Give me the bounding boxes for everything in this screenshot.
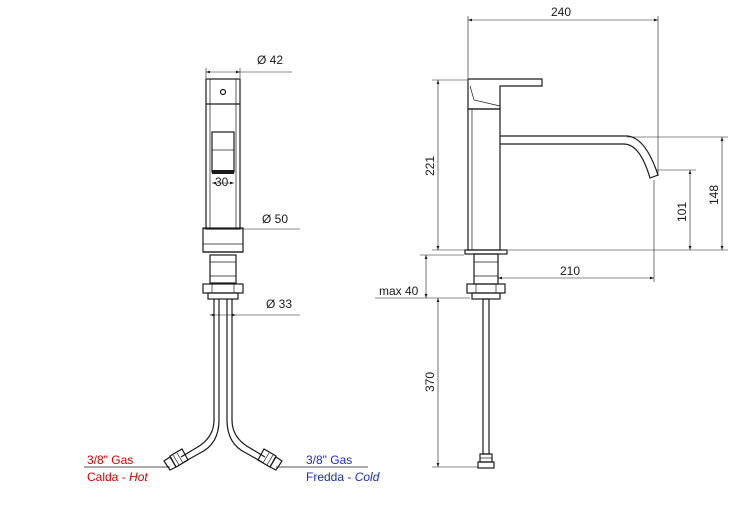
side-lever xyxy=(467,78,543,110)
side-body xyxy=(467,108,501,251)
dim-top-diameter: Ø 42 xyxy=(257,53,283,67)
cold-size-label: 3/8" Gas xyxy=(306,453,352,467)
dim-body-height: 221 xyxy=(423,156,437,176)
side-shank xyxy=(473,253,499,285)
front-nut xyxy=(202,283,244,294)
dim-shank-diameter: Ø 33 xyxy=(266,297,292,311)
side-base-collar xyxy=(464,249,508,255)
dim-hose-length: 370 xyxy=(423,372,437,392)
dim-max-deck: max 40 xyxy=(379,284,419,298)
side-fitting xyxy=(477,453,495,469)
dim-outlet-height: 101 xyxy=(675,202,689,222)
front-shank xyxy=(209,254,237,284)
aerator xyxy=(212,170,234,174)
front-base-collar xyxy=(202,227,244,253)
cold-label: Fredda - Cold xyxy=(306,470,380,484)
hot-size-label: 3/8" Gas xyxy=(87,453,133,467)
dim-spout-reach: 210 xyxy=(560,264,580,278)
dim-total-length: 240 xyxy=(551,5,571,19)
supply-hoses xyxy=(180,299,266,463)
front-view: Ø 42 30 Ø 50 Ø 33 3/8" Gas Calda - Hot 3… xyxy=(84,53,380,484)
cartridge-window xyxy=(211,131,235,173)
dim-cartridge-width: 30 xyxy=(215,175,229,189)
side-nut xyxy=(466,283,506,294)
side-view: 240 221 148 101 210 max 40 370 xyxy=(375,5,728,469)
side-hose xyxy=(482,298,490,455)
dim-spout-height: 148 xyxy=(707,185,721,205)
front-body xyxy=(205,78,241,230)
hot-label: Calda - Hot xyxy=(87,470,148,484)
dim-base-diameter: Ø 50 xyxy=(262,212,288,226)
side-spout xyxy=(500,135,659,179)
lever-pin xyxy=(219,88,227,96)
